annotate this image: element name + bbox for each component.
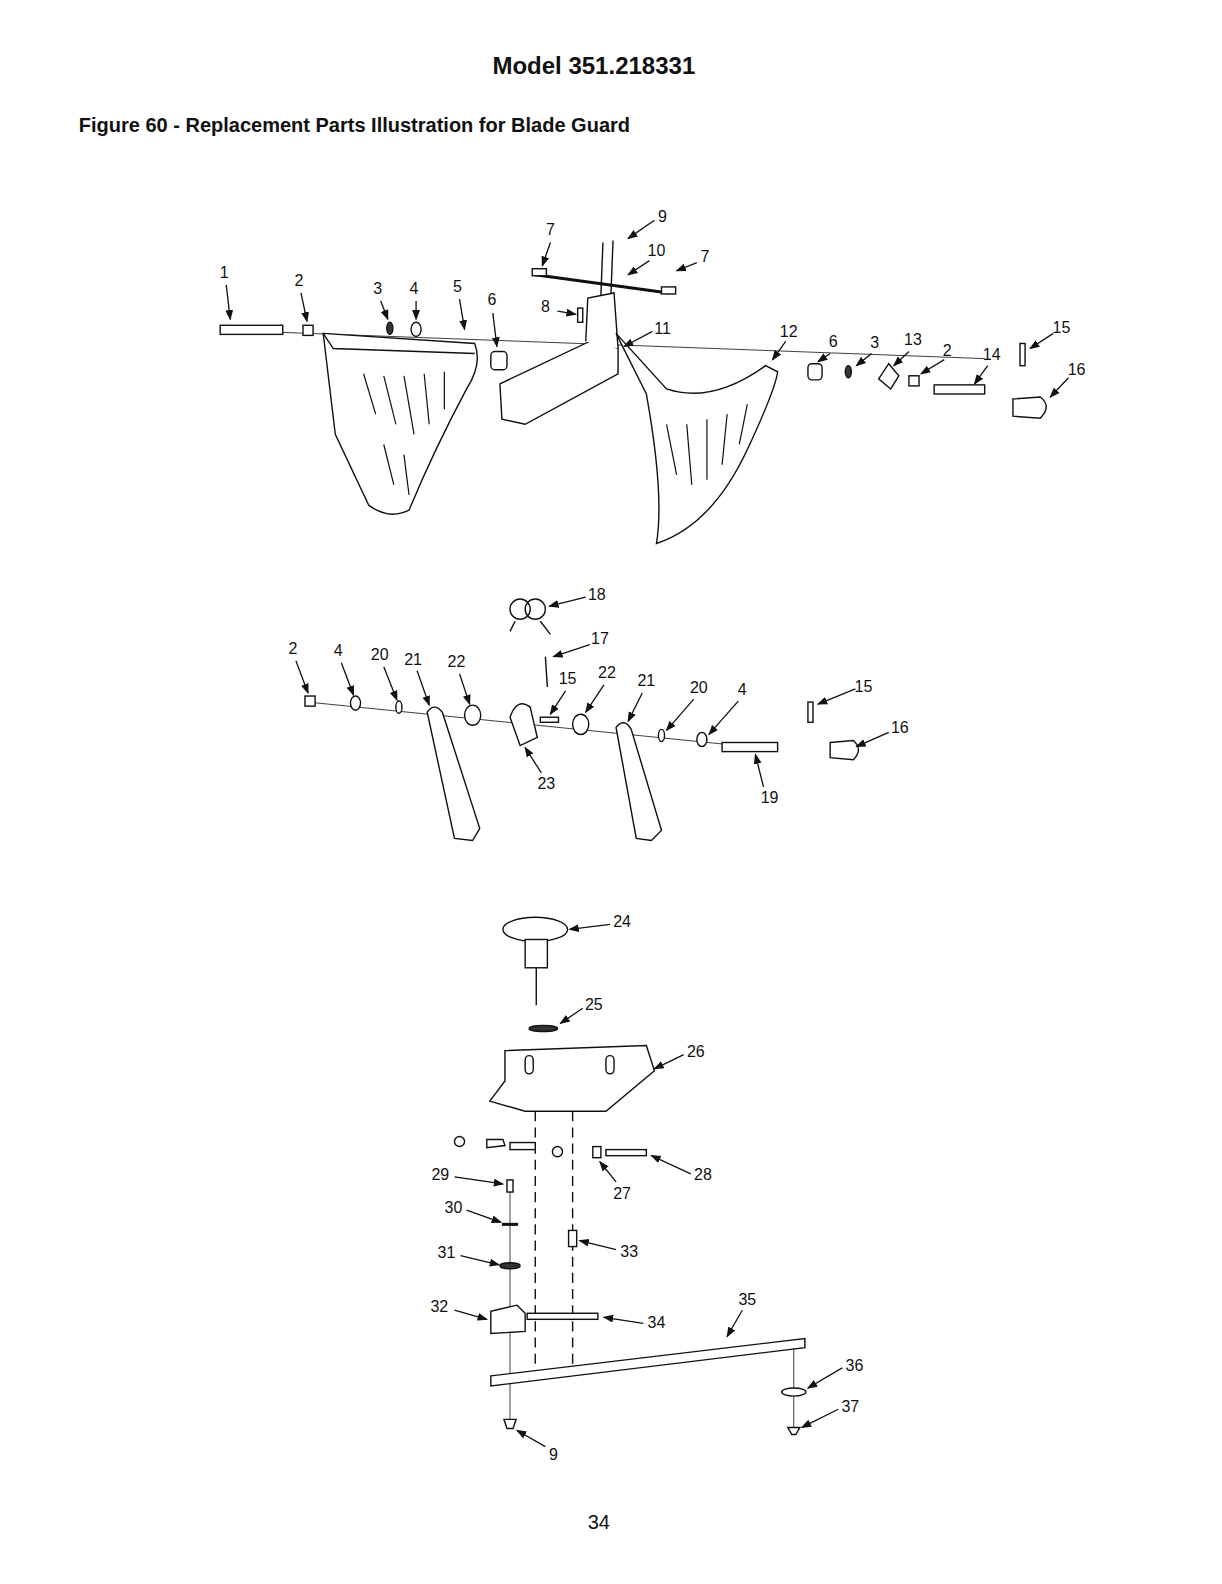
callout-number: 9 xyxy=(549,1447,558,1463)
figure-caption: Figure 60 - Replacement Parts Illustrati… xyxy=(79,114,630,137)
callout-number: 6 xyxy=(487,292,496,308)
callout-number: 7 xyxy=(700,249,709,265)
callout-number: 15 xyxy=(1053,320,1071,336)
callout-number: 16 xyxy=(891,720,909,736)
callout-number: 27 xyxy=(613,1186,631,1202)
callout-number: 22 xyxy=(598,665,616,681)
callout-number: 33 xyxy=(620,1244,638,1260)
callout-number: 6 xyxy=(829,334,838,350)
callout-number: 16 xyxy=(1068,362,1086,378)
callout-number: 26 xyxy=(687,1044,705,1060)
callout-number: 18 xyxy=(588,587,606,603)
callout-number: 30 xyxy=(445,1200,463,1216)
callout-number: 11 xyxy=(654,321,671,337)
page-title: Model 351.218331 xyxy=(492,52,695,80)
callout-number: 17 xyxy=(591,631,609,647)
callout-number: 5 xyxy=(453,279,462,295)
callout-number: 15 xyxy=(855,679,873,695)
callout-number: 12 xyxy=(780,324,798,340)
page-number: 34 xyxy=(588,1512,610,1532)
callout-number: 22 xyxy=(448,654,466,670)
callout-number: 3 xyxy=(373,281,382,297)
callout-number: 2 xyxy=(943,343,952,359)
callout-number: 4 xyxy=(738,682,747,698)
callout-number: 21 xyxy=(404,652,422,668)
callout-number: 21 xyxy=(637,673,655,689)
callout-number: 2 xyxy=(288,641,297,657)
callout-number: 20 xyxy=(690,680,708,696)
callout-number: 19 xyxy=(761,790,779,806)
callout-number: 35 xyxy=(738,1292,756,1308)
callout-number: 34 xyxy=(648,1315,666,1331)
callout-number: 37 xyxy=(841,1399,859,1415)
callout-number: 13 xyxy=(904,332,922,348)
callout-number: 9 xyxy=(658,209,667,225)
callout-number: 10 xyxy=(648,243,666,259)
callout-number: 23 xyxy=(537,776,555,792)
callout-number: 31 xyxy=(437,1245,455,1261)
callout-number: 8 xyxy=(541,299,550,315)
callout-number: 3 xyxy=(870,335,879,351)
callout-number: 15 xyxy=(559,671,577,687)
callout-number: 36 xyxy=(845,1358,863,1374)
callout-number: 24 xyxy=(613,914,631,930)
callout-number: 2 xyxy=(294,273,303,289)
callout-number: 20 xyxy=(371,647,389,663)
callout-number: 29 xyxy=(431,1167,449,1183)
callout-number: 1 xyxy=(220,265,229,281)
callout-number: 32 xyxy=(430,1299,448,1315)
callout-number: 14 xyxy=(983,347,1001,363)
callout-number: 28 xyxy=(694,1167,712,1183)
callout-number: 7 xyxy=(546,222,555,238)
callout-number: 25 xyxy=(585,997,603,1013)
callout-number: 4 xyxy=(334,643,343,659)
callout-number: 4 xyxy=(410,281,419,297)
